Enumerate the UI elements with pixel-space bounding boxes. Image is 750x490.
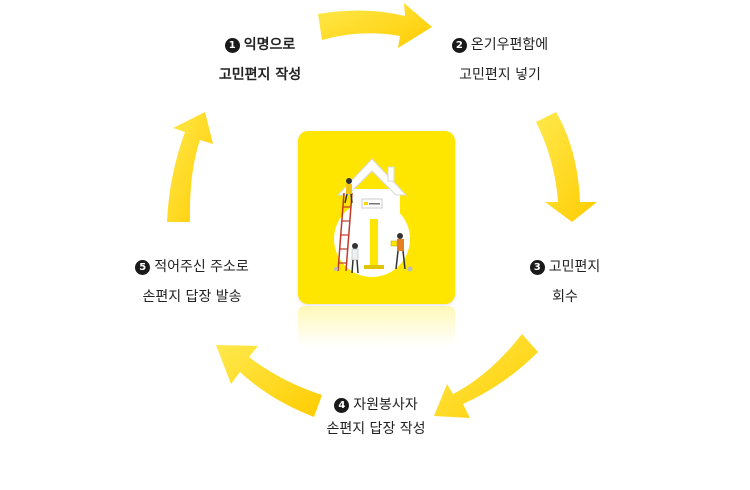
center-illustration-reflection bbox=[298, 306, 455, 346]
step-2-number: 2 bbox=[451, 38, 467, 53]
arrow-step2-to-step3 bbox=[536, 112, 597, 222]
step-2-line1: 온기우편함에 bbox=[470, 37, 549, 53]
step-3-line2: 회수 bbox=[552, 289, 578, 305]
step-5-line2: 손편지 답장 발송 bbox=[142, 289, 242, 305]
step-1-number: 1 bbox=[224, 38, 240, 53]
mailbox-house-illustration-icon bbox=[334, 158, 413, 277]
step-3-line1: 고민편지 bbox=[548, 259, 601, 275]
step-5-number: 5 bbox=[135, 260, 151, 275]
arrow-step5-to-step1 bbox=[167, 112, 213, 222]
step-3-number: 3 bbox=[529, 260, 545, 275]
step-1-line1: 익명으로 bbox=[243, 37, 296, 53]
arrow-step4-to-step5 bbox=[216, 345, 322, 417]
arrow-step1-to-step2 bbox=[318, 3, 432, 48]
step-2-line2: 고민편지 넣기 bbox=[459, 67, 541, 83]
step-5-line1: 적어주신 주소로 bbox=[154, 259, 249, 275]
center-illustration bbox=[298, 131, 455, 304]
step-4-number: 4 bbox=[334, 398, 350, 413]
step-4-line2: 손편지 답장 작성 bbox=[326, 421, 426, 437]
step-4-line1: 자원봉사자 bbox=[353, 397, 418, 413]
step-1-line2: 고민편지 작성 bbox=[218, 67, 302, 83]
arrow-step3-to-step4 bbox=[434, 334, 538, 418]
